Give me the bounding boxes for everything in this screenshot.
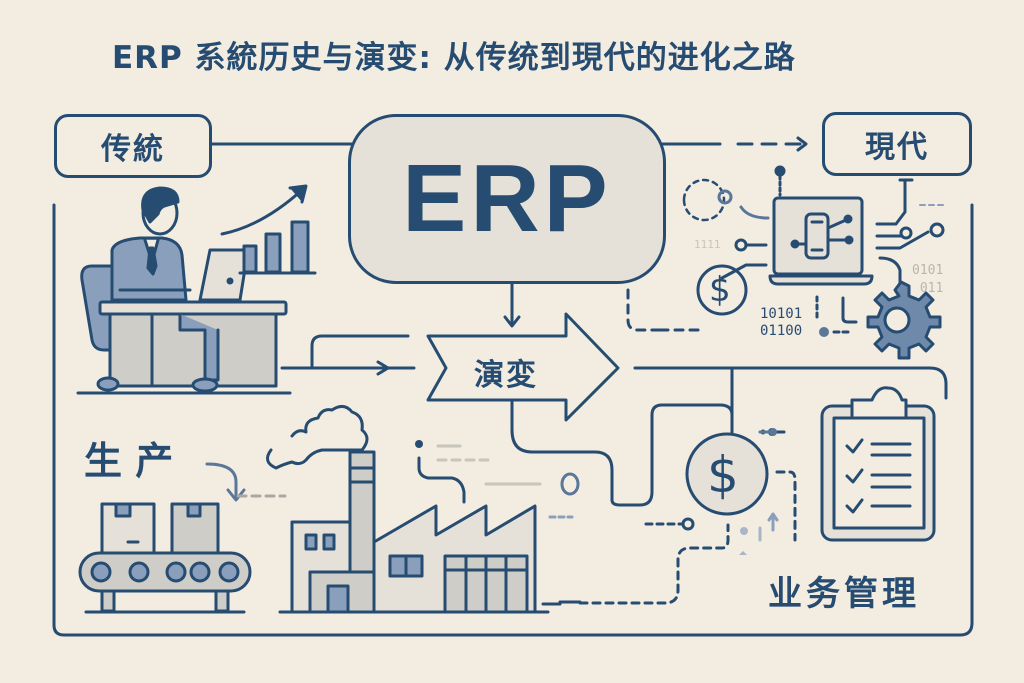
binary-small-left: 1111 <box>694 238 721 251</box>
dollar-coin-icon <box>696 264 748 316</box>
business-management-label: 业务管理 <box>768 574 920 614</box>
erp-label: ERP <box>402 145 612 252</box>
connector-lines <box>210 136 948 605</box>
page-title: ERP 系統历史与演变: 从传统到現代的进化之路 <box>112 40 796 76</box>
node-traditional: 传統 <box>54 114 212 178</box>
node-modern: 現代 <box>822 112 972 176</box>
dollar-sign-large: $ <box>707 446 739 504</box>
laptop-device-icon <box>768 196 874 286</box>
circuit-lines <box>682 165 947 337</box>
node-modern-label: 現代 <box>865 130 929 165</box>
binary-block-right: 0101 011 <box>912 263 944 296</box>
evolution-label: 演変 <box>474 358 538 393</box>
growth-chart-icon <box>220 184 317 275</box>
dollar-sign-small: $ <box>709 270 731 310</box>
binary-block-main: 10101 01100 <box>760 306 803 339</box>
evolution-arrow <box>426 312 620 422</box>
conveyor-belt-icon <box>78 462 252 614</box>
node-traditional-label: 传統 <box>101 132 165 167</box>
erp-center-node: ERP <box>348 114 666 284</box>
dollar-coin-icon <box>685 428 779 555</box>
outer-frame <box>52 203 974 637</box>
businessman-at-desk-icon <box>76 186 292 395</box>
clipboard-checklist-icon <box>820 386 936 542</box>
smartphone-network-icon <box>790 212 854 260</box>
factory-icon <box>236 405 580 614</box>
gear-icon <box>866 280 942 360</box>
production-label: 生 产 <box>84 439 174 483</box>
